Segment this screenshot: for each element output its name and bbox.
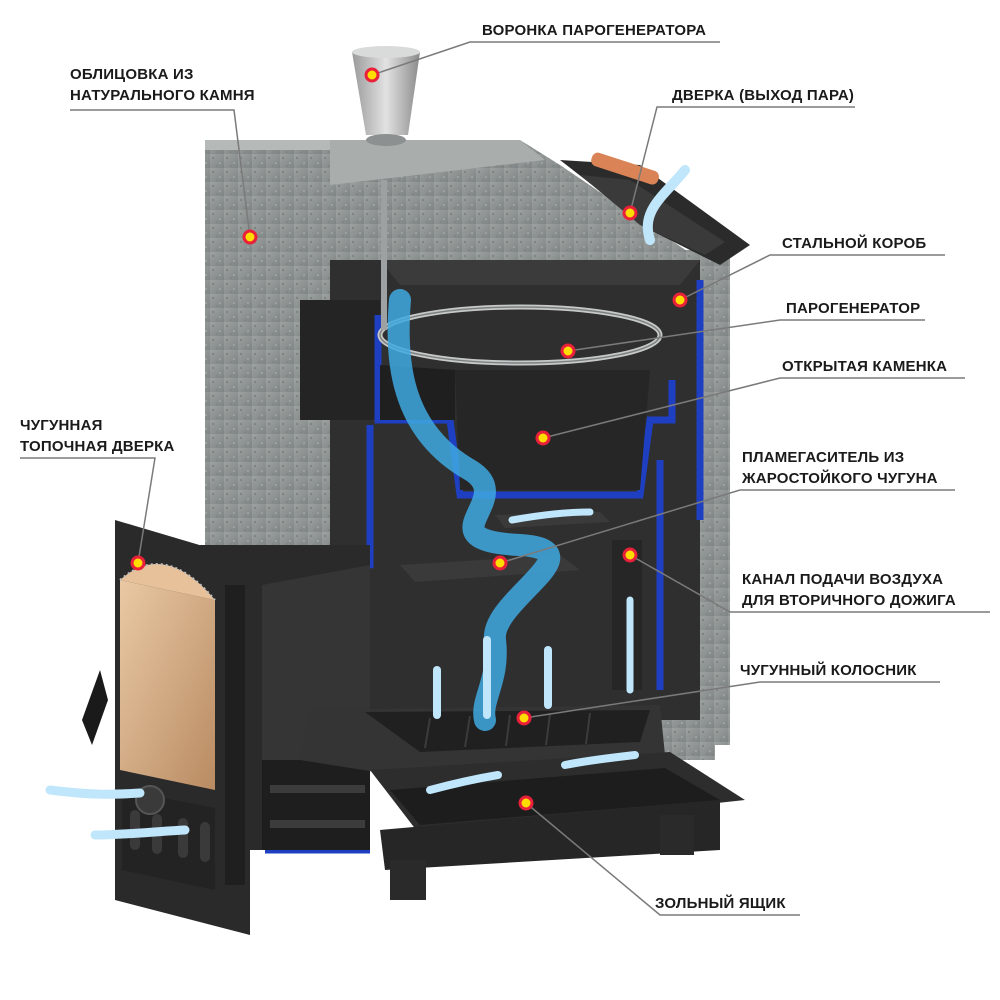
marker-open-heater [535,430,551,446]
label-flame-damper: ПЛАМЕГАСИТЕЛЬ ИЗ ЖАРОСТОЙКОГО ЧУГУНА [742,449,938,487]
label-ash-box: ЗОЛЬНЫЙ ЯЩИК [655,895,786,912]
funnel-cup [352,46,420,146]
grate [300,705,665,775]
label-cladding: ОБЛИЦОВКА ИЗ НАТУРАЛЬНОГО КАМНЯ [70,66,255,104]
label-grate: ЧУГУННЫЙ КОЛОСНИК [740,662,917,679]
marker-funnel [364,67,380,83]
marker-steam-door [622,205,638,221]
leader-lines [20,41,990,916]
marker-firebox-door [130,555,146,571]
label-steam-generator: ПАРОГЕНЕРАТОР [786,300,921,317]
marker-steel-box [672,292,688,308]
markers [130,67,688,811]
firebox-door [82,520,250,935]
ash-box-drawer [370,752,745,900]
label-steam-door: ДВЕРКА (ВЫХОД ПАРА) [672,87,855,104]
airflow-arrows [45,165,690,840]
label-air-channel: КАНАЛ ПОДАЧИ ВОЗДУХА ДЛЯ ВТОРИЧНОГО ДОЖИ… [742,571,956,609]
marker-ash-box [518,795,534,811]
steam-pipe [381,180,387,330]
marker-air-channel [622,547,638,563]
label-funnel: ВОРОНКА ПАРОГЕНЕРАТОРА [482,22,707,39]
marker-cladding [242,229,258,245]
marker-flame-damper [492,555,508,571]
label-steel-box: СТАЛЬНОЙ КОРОБ [782,235,927,252]
marker-grate [516,710,532,726]
label-firebox-door: ЧУГУННАЯ ТОПОЧНАЯ ДВЕРКА [20,417,175,455]
label-open-heater: ОТКРЫТАЯ КАМЕНКА [782,358,948,375]
marker-steam-generator [560,343,576,359]
